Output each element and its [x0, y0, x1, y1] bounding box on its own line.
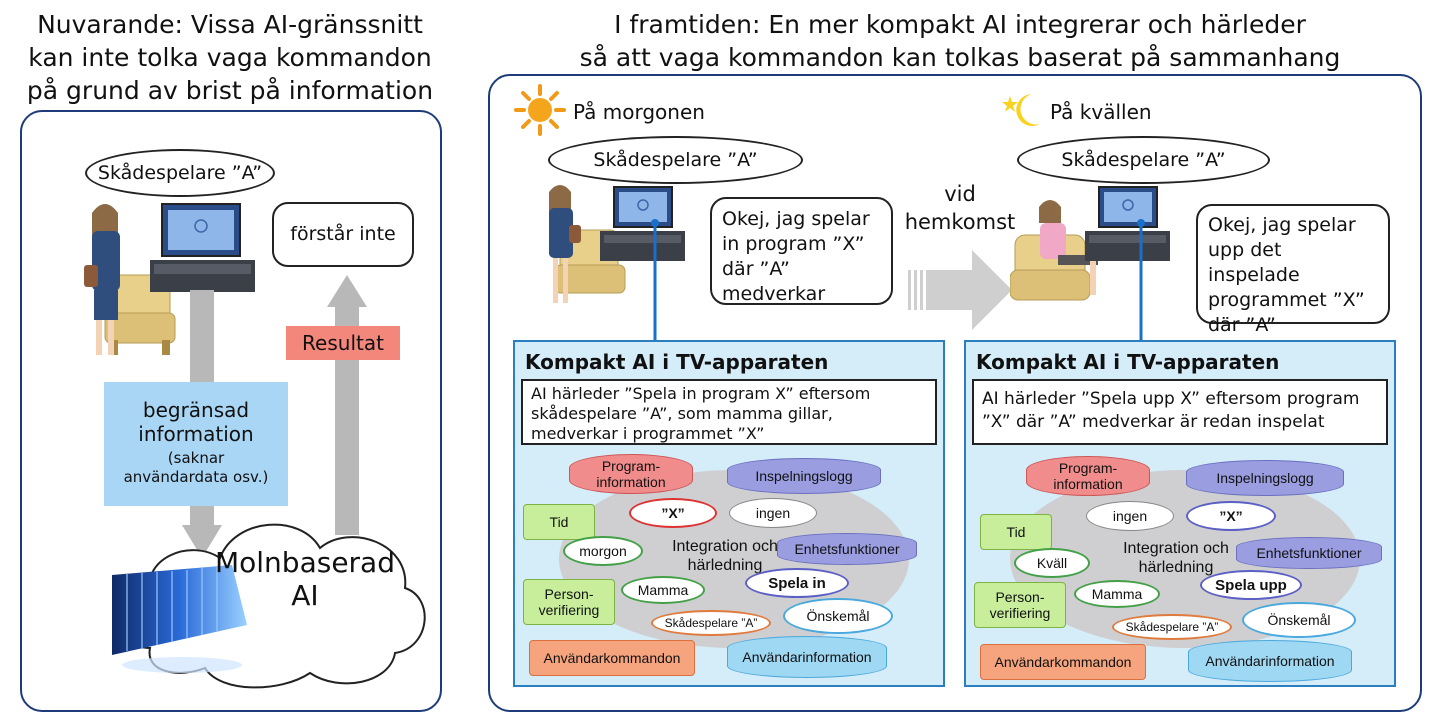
evening-time-tag: Tid [980, 514, 1052, 550]
evening-program-value: ingen [1086, 501, 1174, 531]
morning-time-tag: Tid [523, 504, 595, 540]
evening-person-value: Mamma [1074, 580, 1160, 608]
moon-icon [1002, 94, 1040, 126]
server-rack-icon [112, 565, 247, 673]
evening-recording-log-db: Inspelningslogg [1186, 460, 1344, 496]
evening-time-value: Kväll [1014, 548, 1090, 578]
morning-command-value: Skådespelare ”A” [651, 610, 771, 636]
cloud-icon [122, 523, 426, 689]
evening-log-value: ”X” [1186, 501, 1276, 531]
morning-person-tag: Person-verifiering [523, 579, 615, 625]
evening-command-value: Skådespelare ”A” [1112, 614, 1232, 640]
evening-speech-bubble: Skådespelare ”A” [1017, 136, 1270, 184]
morning-connector [651, 219, 659, 342]
morning-action-value: Spela in [745, 568, 849, 598]
evening-connector [1137, 219, 1145, 342]
morning-ai-box: Kompakt AI i TV-apparaten AI härleder ”S… [513, 340, 945, 687]
limited-info-box: begränsad information (saknar användarda… [104, 382, 288, 506]
morning-log-value: ingen [729, 498, 817, 528]
evening-device-functions-db: Enhetsfunktioner [1236, 537, 1382, 569]
left-tv-reply-bubble: förstår inte [272, 202, 414, 267]
morning-program-value: ”X” [629, 498, 717, 528]
morning-person-value: Mamma [621, 576, 705, 604]
morning-recording-log-db: Inspelningslogg [727, 458, 881, 494]
morning-label: På morgonen [573, 100, 705, 124]
evening-ai-title: Kompakt AI i TV-apparaten [976, 350, 1280, 374]
evening-tv-illustration [1085, 186, 1170, 261]
cloud-label: Molnbaserad AI [214, 546, 395, 612]
morning-center-label: Integration och härledning [672, 538, 778, 574]
right-title: I framtiden: En mer kompakt AI integrera… [579, 10, 1341, 72]
evening-ai-explanation: AI härleder ”Spela upp X” eftersom progr… [972, 379, 1388, 445]
morning-ai-explanation: AI härleder ”Spela in program X” efterso… [521, 379, 937, 445]
left-speech-bubble: Skådespelare ”A” [85, 149, 275, 197]
morning-commands-tag: Användarkommandon [529, 640, 695, 676]
morning-tv-illustration [600, 186, 685, 261]
morning-speech-bubble: Skådespelare ”A” [548, 136, 803, 184]
morning-ai-title: Kompakt AI i TV-apparaten [525, 350, 829, 374]
result-label: Resultat [286, 326, 400, 360]
evening-ai-box: Kompakt AI i TV-apparaten AI härleder ”S… [964, 340, 1396, 687]
transition-arrow [908, 250, 1012, 330]
morning-device-functions-db: Enhetsfunktioner [777, 533, 917, 565]
up-arrow [327, 275, 367, 535]
evening-scene-illustration [1010, 200, 1098, 301]
evening-label: På kvällen [1050, 100, 1152, 124]
morning-tv-reply-bubble: Okej, jag spelar in program ”X” där ”A” … [710, 197, 893, 305]
evening-wish-value: Önskemål [1242, 602, 1356, 638]
morning-wish-value: Önskemål [783, 598, 893, 634]
evening-action-value: Spela upp [1200, 570, 1302, 600]
morning-user-info-db: Användarinformation [727, 636, 887, 678]
transition-label: vid hemkomst [904, 182, 1016, 234]
evening-center-label: Integration och härledning [1123, 540, 1229, 576]
morning-program-info-db: Program-information [569, 454, 693, 494]
evening-person-tag: Person-verifiering [974, 582, 1066, 628]
morning-time-value: morgon [563, 536, 643, 566]
left-tv-illustration [150, 203, 255, 292]
sun-icon [514, 84, 566, 136]
evening-commands-tag: Användarkommandon [980, 644, 1146, 680]
evening-program-info-db: Program-information [1026, 456, 1150, 496]
evening-user-info-db: Användarinformation [1188, 640, 1352, 682]
left-title: Nuvarande: Vissa AI-gränssnitt kan inte … [26, 10, 434, 105]
evening-tv-reply-bubble: Okej, jag spelar upp det inspelade progr… [1196, 204, 1390, 361]
